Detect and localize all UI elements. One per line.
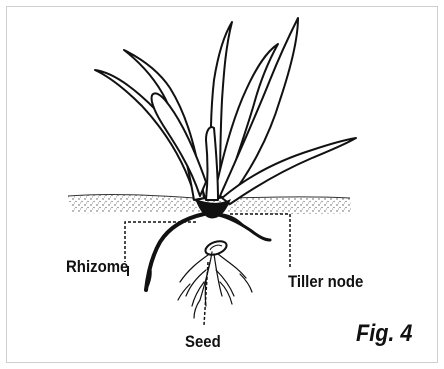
rhizome [146, 214, 204, 290]
roots [178, 252, 252, 318]
figure-caption: Fig. 4 [356, 320, 412, 348]
label-seed: Seed [185, 333, 221, 350]
leaves [95, 18, 356, 204]
label-rhizome: Rhizome [66, 258, 128, 275]
seed [204, 239, 229, 258]
tiller-node [214, 214, 270, 240]
label-tiller-node: Tiller node [288, 273, 363, 290]
